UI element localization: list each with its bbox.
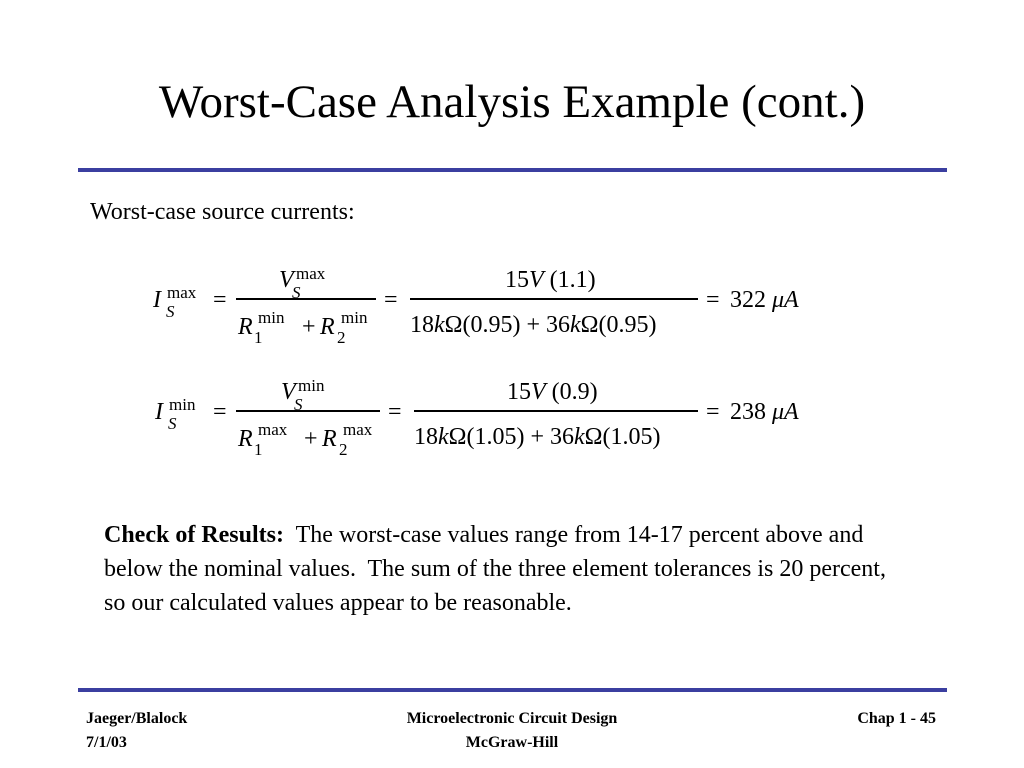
num1-sub: S xyxy=(294,395,303,414)
intro-text: Worst-case source currents: xyxy=(90,199,355,225)
num2: 15V (0.9) xyxy=(507,379,598,405)
equals-sign: = xyxy=(706,399,720,425)
den1-r2-sup: min xyxy=(341,308,368,327)
footer-left: Jaeger/Blalock 7/1/03 xyxy=(86,707,187,755)
equation-is-min: I min S = V min S R max 1 + R max 2 = 15… xyxy=(0,374,1024,464)
title-divider xyxy=(78,168,947,172)
equation-is-max: I max S = V max S R min 1 + R min 2 = 15… xyxy=(0,262,1024,352)
den1-r2: R xyxy=(322,426,337,452)
footer-divider xyxy=(78,688,947,692)
footer-book-title: Microelectronic Circuit Design xyxy=(406,710,618,727)
den1-r1: R xyxy=(238,426,253,452)
lhs-sup: min xyxy=(169,395,196,414)
lhs: I xyxy=(155,399,163,425)
lhs-sup: max xyxy=(167,283,197,302)
footer-authors: Jaeger/Blalock xyxy=(86,710,188,727)
equals-sign: = xyxy=(706,287,720,313)
den1-r1-sub: 1 xyxy=(254,328,263,347)
result: 238 μA xyxy=(730,399,799,425)
fraction-bar-1 xyxy=(236,410,380,412)
equals-sign: = xyxy=(213,399,227,425)
num1-sup: max xyxy=(296,264,326,283)
den1-r2-sup: max xyxy=(343,420,373,439)
den1-plus: + xyxy=(304,426,318,452)
footer-publisher: McGraw-Hill xyxy=(465,734,559,751)
fraction-bar-2 xyxy=(410,298,698,300)
check-text: The worst-case values range from 14-17 p… xyxy=(104,522,892,616)
den1-r1: R xyxy=(238,314,253,340)
den1-r2-sub: 2 xyxy=(339,440,348,459)
lhs: I xyxy=(153,287,161,313)
den2: 18kΩ(0.95) + 36kΩ(0.95) xyxy=(410,312,657,338)
den1-r2: R xyxy=(320,314,335,340)
footer-date: 7/1/03 xyxy=(86,734,127,751)
den1-plus: + xyxy=(302,314,316,340)
equals-sign: = xyxy=(388,399,402,425)
footer-right: Chap 1 - 45 xyxy=(857,707,936,731)
lhs-sub: S xyxy=(168,414,177,433)
footer-center: Microelectronic Circuit Design McGraw-Hi… xyxy=(362,707,662,755)
equals-sign: = xyxy=(213,287,227,313)
den2: 18kΩ(1.05) + 36kΩ(1.05) xyxy=(414,424,661,450)
num1-v: V xyxy=(279,267,294,293)
num2: 15V (1.1) xyxy=(505,267,596,293)
lhs-sub: S xyxy=(166,302,175,321)
equals-sign: = xyxy=(384,287,398,313)
fraction-bar-2 xyxy=(414,410,698,412)
den1-r1-sup: min xyxy=(258,308,285,327)
footer-chapter: Chap 1 - 45 xyxy=(857,710,936,727)
fraction-bar-1 xyxy=(236,298,376,300)
den1-r1-sub: 1 xyxy=(254,440,263,459)
check-of-results: Check of Results: The worst-case values … xyxy=(104,518,904,620)
slide-title: Worst-Case Analysis Example (cont.) xyxy=(158,76,866,128)
check-label: Check of Results: xyxy=(104,522,284,548)
num1-sup: min xyxy=(298,376,325,395)
den1-r1-sup: max xyxy=(258,420,288,439)
num1-v: V xyxy=(281,379,296,405)
num1-sub: S xyxy=(292,283,301,302)
result: 322 μA xyxy=(730,287,799,313)
den1-r2-sub: 2 xyxy=(337,328,346,347)
